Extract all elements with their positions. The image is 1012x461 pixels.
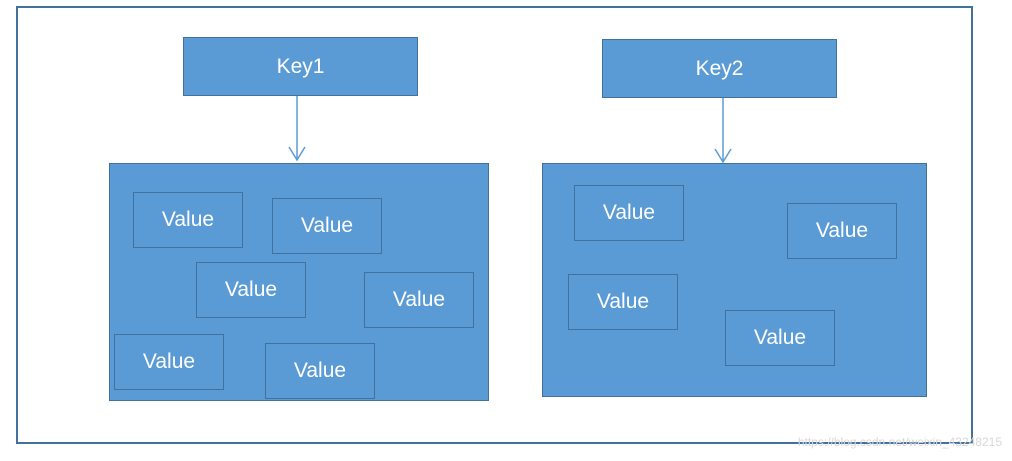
key1-box: Key1	[183, 37, 418, 96]
value-box: Value	[787, 203, 897, 259]
key2-value-container: Value Value Value Value	[542, 163, 927, 397]
value-box: Value	[272, 198, 382, 254]
value-box: Value	[725, 310, 835, 366]
value-box: Value	[133, 192, 243, 248]
watermark: https://blog.csdn.net/weixin_43248215	[797, 435, 1002, 449]
value-box: Value	[574, 185, 684, 241]
key2-box: Key2	[602, 39, 837, 98]
value-box: Value	[568, 274, 678, 330]
key1-label: Key1	[276, 54, 325, 78]
value-box: Value	[364, 272, 474, 328]
key2-label: Key2	[695, 56, 744, 80]
value-box: Value	[196, 262, 306, 318]
value-box: Value	[114, 334, 224, 390]
value-box: Value	[265, 343, 375, 399]
key1-value-container: Value Value Value Value Value Value	[109, 163, 489, 401]
